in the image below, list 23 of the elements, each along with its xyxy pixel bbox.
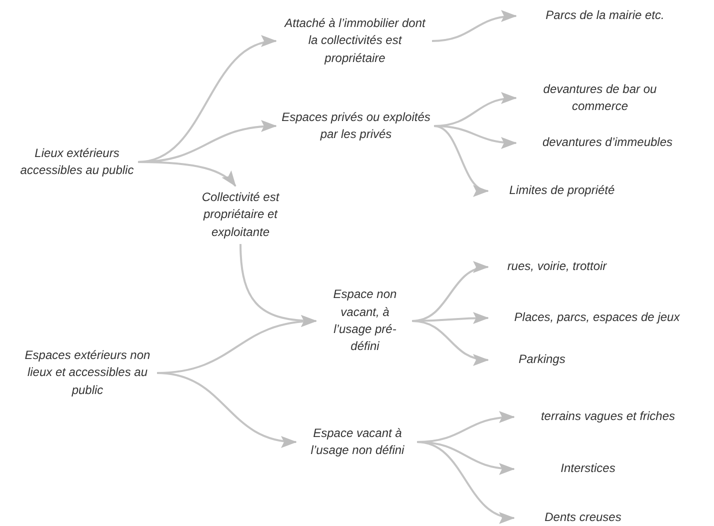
node-text: Espaces extérieurs non lieux et accessibles au public: [24, 346, 152, 399]
node-text: Collectivité est propriétaire et exploitante: [200, 188, 280, 241]
node-text: terrains vagues et friches: [540, 408, 676, 426]
node-text: Interstices: [560, 460, 616, 478]
node-text: Parkings: [518, 351, 566, 368]
node-text: Parcs de la mairie etc.: [546, 7, 664, 24]
curved-arrow: [412, 320, 489, 365]
node-text: Places, parcs, espaces de jeux: [514, 309, 680, 326]
node-text: Lieux extérieurs accessibles au public: [19, 144, 135, 179]
node-text: Dents creuses: [544, 509, 622, 526]
node-text: rues, voirie, trottoir: [507, 258, 607, 276]
curved-arrow: [416, 441, 515, 522]
curved-arrow: [156, 372, 297, 447]
node-text: Espace non vacant, à l’usage pré-défini: [332, 286, 398, 356]
node-text: Limites de propriété: [509, 182, 615, 200]
node-text: Espaces privés ou exploités par les privés: [280, 108, 432, 143]
node-text: devantures d’immeubles: [542, 134, 673, 152]
curved-arrow: [434, 125, 489, 194]
curved-arrow: [432, 10, 517, 42]
curved-arrow: [138, 161, 236, 187]
node-text: Espace vacant à l’usage non défini: [310, 424, 406, 459]
node-text: devantures de bar ou commerce: [542, 80, 658, 115]
node-text: Attaché à l’immobilier dont la collectivités est propriétaire: [283, 14, 427, 67]
